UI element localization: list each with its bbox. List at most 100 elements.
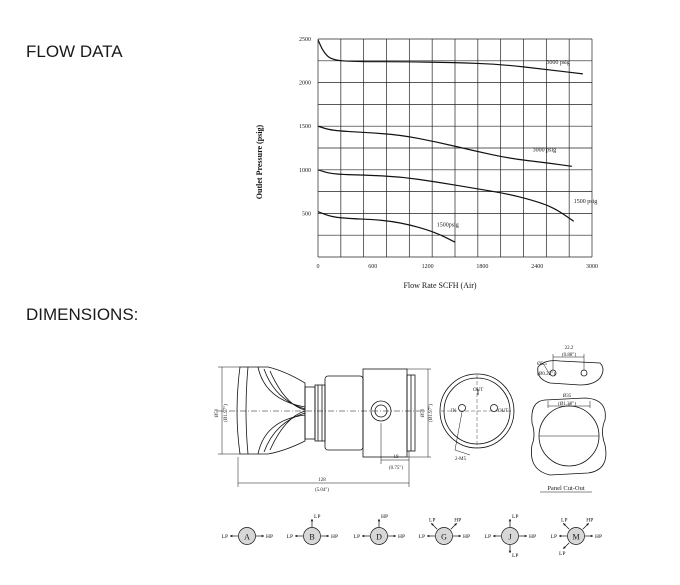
port-label: LP (559, 551, 565, 557)
flow-curve (318, 169, 575, 222)
port-arrowhead (563, 523, 566, 526)
panel-mount-view (531, 354, 607, 476)
port-offset-dim: 19 (394, 455, 400, 460)
port-out-label: OUT (498, 409, 508, 414)
hole-dia-dim: Ø5.5 (537, 362, 547, 367)
panel-cutout-label: Panel Cut-Out (547, 485, 585, 492)
port-label: LP (512, 514, 518, 520)
port-label: HP (463, 534, 470, 540)
port-arrowhead (454, 523, 457, 526)
port-arrowhead (493, 534, 496, 538)
chart-curves (318, 39, 583, 243)
port-arrowhead (427, 534, 430, 538)
port-config-letter: G (441, 533, 447, 542)
curve-label: 1500psig (437, 222, 459, 228)
port-arrowhead (431, 523, 434, 526)
port-label: LP (512, 553, 518, 559)
flow-data-heading: FLOW DATA (26, 42, 123, 61)
port-arrowhead (295, 534, 298, 538)
regulator-front-view (439, 373, 515, 456)
port-in-label: IN (451, 409, 457, 414)
port-config-circle (238, 527, 256, 545)
port-label: LP (561, 517, 567, 523)
regulator-side-view (218, 366, 431, 487)
dimension-drawing: Ø50 (Ø1.97") Ø50 (Ø1.97") 19 (0.75") 128… (215, 346, 607, 559)
body-height-dim: Ø50 (421, 408, 426, 417)
port-arrowhead (230, 534, 233, 538)
port-label: LP (222, 534, 228, 540)
port-arrowhead (508, 550, 512, 553)
mount-holes-label: 2-M5 (455, 457, 467, 462)
side-height-dim: Ø50 (215, 408, 220, 417)
flow-curve (318, 39, 583, 75)
port-config-a: A LP HP (222, 527, 273, 545)
port-arrowhead (586, 523, 589, 526)
port-arrowhead (310, 519, 314, 522)
port-config-circle (567, 527, 585, 545)
hole-spacing-dim: 22.2 (565, 346, 574, 351)
port-label: HP (331, 534, 338, 540)
y-tick-label: 2500 (299, 37, 311, 43)
port-config-b: B LP LP HP (287, 514, 338, 545)
port-label: LP (419, 534, 425, 540)
port-arrowhead (377, 519, 381, 522)
port-config-m: M LP HP LP HP LP (551, 517, 602, 557)
port-label: HP (529, 534, 536, 540)
port-arrowhead (261, 534, 264, 538)
overall-length-dim: 128 (318, 478, 326, 483)
port-arrowhead (590, 534, 593, 538)
cutout-dia-dim: Ø35 (563, 394, 572, 399)
cutout-dia-in-dim: (Ø1.38") (558, 402, 576, 407)
port-label: HP (595, 534, 602, 540)
port-label: LP (485, 534, 491, 540)
port-label: HP (586, 517, 593, 523)
x-axis-label: Flow Rate SCFH (Air) (403, 281, 476, 290)
x-tick-label: 600 (368, 264, 377, 270)
port-label: LP (314, 514, 320, 520)
port-label: LP (551, 534, 557, 540)
port-label: HP (381, 514, 388, 520)
port-label: LP (287, 534, 293, 540)
port-config-letter: B (309, 533, 314, 542)
x-tick-label: 1200 (422, 264, 434, 270)
curve-label: 3000 psig (546, 60, 570, 66)
chart-grid (317, 38, 593, 258)
port-arrowhead (559, 534, 562, 538)
port-arrowhead (524, 534, 527, 538)
y-tick-label: 2000 (299, 81, 311, 87)
y-tick-label: 1000 (299, 168, 311, 174)
x-tick-label: 2400 (531, 264, 543, 270)
port-label: LP (429, 517, 435, 523)
x-tick-label: 0 (317, 264, 320, 270)
port-config-letter: M (572, 533, 579, 542)
port-out-top-label: OUT (473, 388, 483, 393)
port-label: HP (454, 517, 461, 523)
flow-curve (318, 211, 456, 243)
port-arrowhead (326, 534, 329, 538)
flow-curve (318, 125, 572, 167)
curve-label: 3000 psig (533, 147, 557, 153)
hole-spacing-in-dim: (0.88") (562, 353, 576, 358)
port-config-circle (435, 527, 453, 545)
port-config-circle (303, 527, 321, 545)
port-arrowhead (563, 546, 566, 549)
port-label: HP (266, 534, 273, 540)
dimensions-heading: DIMENSIONS: (26, 305, 139, 324)
x-tick-label: 3000 (586, 264, 598, 270)
port-arrowhead (362, 534, 365, 538)
port-config-letter: D (376, 533, 382, 542)
y-tick-label: 1500 (299, 124, 311, 130)
port-arrowhead (508, 519, 512, 522)
port-config-letter: A (244, 533, 250, 542)
port-label: HP (398, 534, 405, 540)
port-arrowhead (393, 534, 396, 538)
x-tick-label: 1800 (476, 264, 488, 270)
body-height-in-dim: (Ø1.97") (429, 404, 434, 422)
side-height-in-dim: (Ø1.97") (224, 404, 229, 422)
port-offset-in-dim: (0.75") (389, 466, 403, 471)
